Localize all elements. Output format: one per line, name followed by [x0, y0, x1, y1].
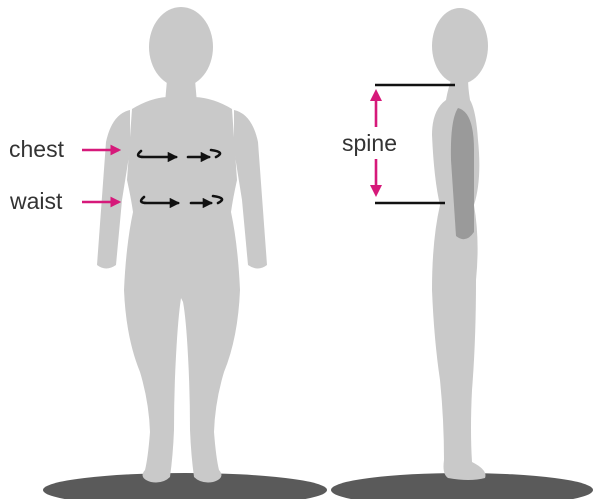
front-body-silhouette	[97, 7, 267, 482]
waist-label: waist	[10, 190, 62, 213]
front-floor-shadow	[43, 473, 327, 499]
chest-label: chest	[9, 138, 64, 161]
side-body-silhouette	[432, 8, 488, 480]
spine-label: spine	[342, 132, 397, 155]
